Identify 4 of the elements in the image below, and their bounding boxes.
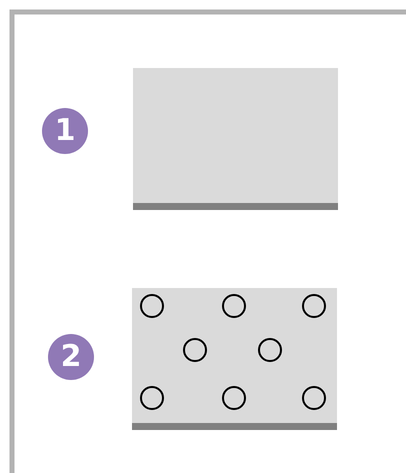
step-number: 2 [60, 342, 82, 372]
step-number: 1 [54, 116, 76, 146]
number-badge [42, 108, 88, 154]
number-badge [48, 334, 94, 380]
